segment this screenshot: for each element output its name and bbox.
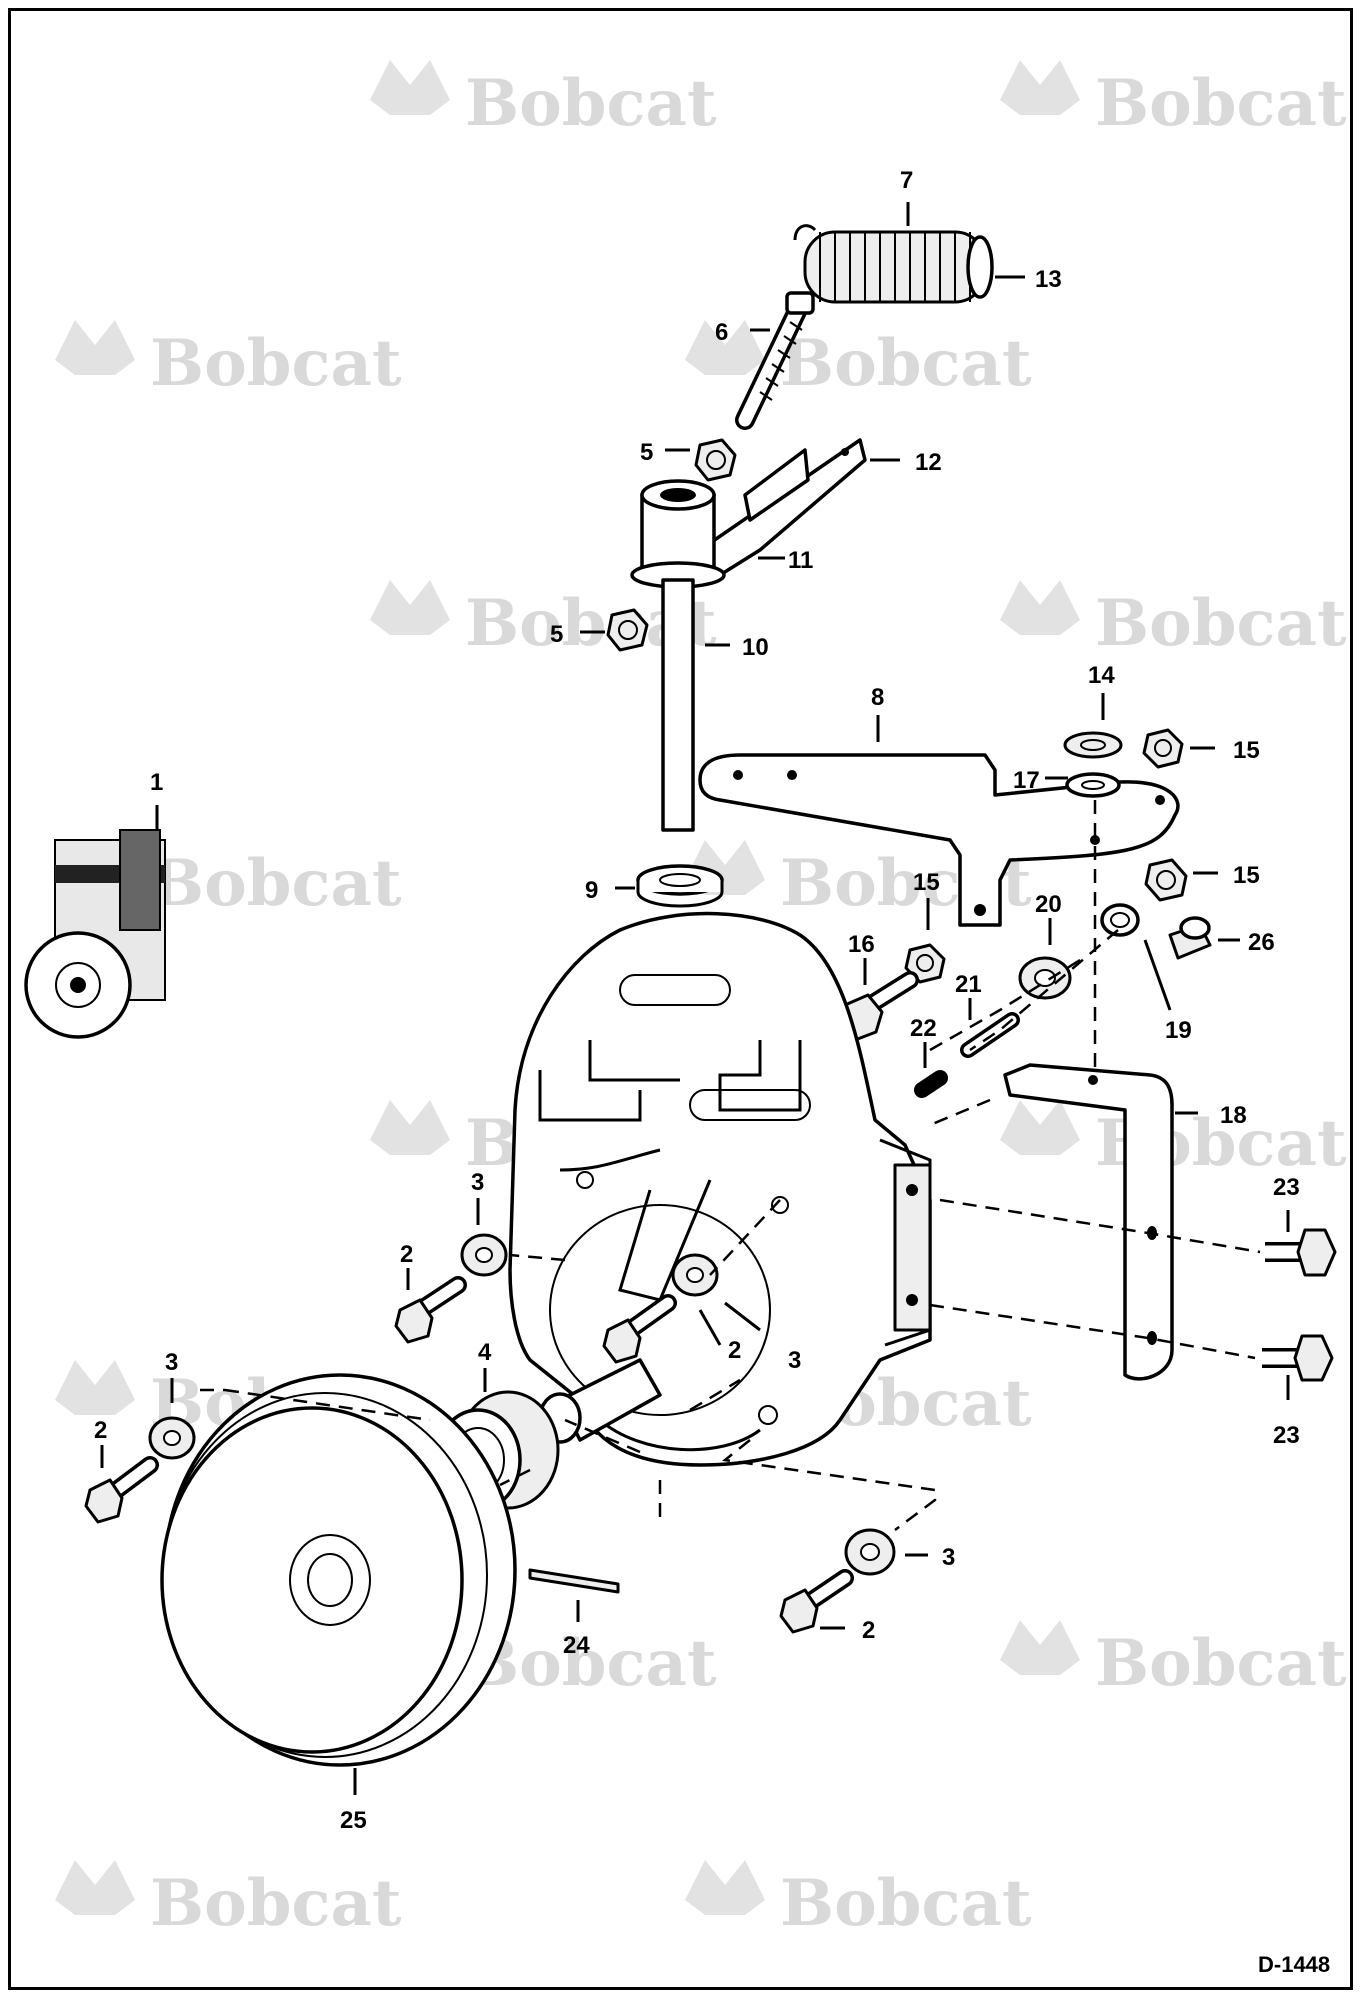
hex-bolt: [602, 1294, 677, 1364]
callout-5: 5: [550, 621, 563, 648]
set-screw: [914, 1070, 948, 1098]
key: [528, 1568, 620, 1594]
leader-lines: [100, 202, 1290, 1795]
flange-bolt: [1265, 1228, 1337, 1277]
callout-21: 21: [955, 971, 982, 998]
callout-1: 1: [150, 769, 163, 796]
pulley: [160, 1373, 517, 1767]
callout-3: 3: [788, 1347, 801, 1374]
jam-nut: [1063, 731, 1123, 759]
hex-bolt: [394, 1276, 467, 1344]
spacer-washer: [460, 1233, 508, 1277]
plug: [1168, 916, 1212, 960]
eyebolt: [735, 291, 815, 430]
bobcat-logo-icon: [1000, 1620, 1080, 1675]
callout-4: 4: [478, 1339, 492, 1366]
callout-2: 2: [862, 1617, 875, 1644]
bobcat-logo-icon: [370, 1100, 450, 1155]
watermark-text: Bobcat: [1095, 66, 1347, 141]
flat-washer: [1100, 903, 1140, 937]
spacer-washer: [148, 1416, 196, 1460]
callout-10: 10: [742, 634, 769, 661]
callout-24: 24: [563, 1632, 590, 1659]
bobcat-logo-icon: [685, 320, 765, 375]
shaft-collar: [630, 479, 726, 589]
alignment-lines: [200, 800, 1261, 1531]
callout-3: 3: [165, 1349, 178, 1376]
mounting-bracket: [698, 753, 1180, 927]
shaft: [661, 578, 695, 832]
callout-26: 26: [1248, 929, 1275, 956]
watermark-text: Bobcat: [780, 326, 1032, 401]
washer: [636, 864, 724, 908]
watermark-text: Bobcat: [465, 1626, 717, 1701]
hex-nut: [1144, 858, 1188, 902]
callout-22: 22: [910, 1015, 937, 1042]
callout-20: 20: [1035, 891, 1062, 918]
callouts: 1 7 13 6 12 5 11 5 10 8 14 15 17 15 15 9…: [94, 167, 1300, 1834]
spacer-washer: [844, 1528, 896, 1576]
hex-nut: [904, 943, 946, 984]
callout-11: 11: [788, 547, 813, 574]
callout-15: 15: [1233, 737, 1260, 764]
spacer-washer: [1018, 956, 1072, 1000]
callout-6: 6: [715, 319, 728, 346]
bobcat-logo-icon: [55, 1360, 135, 1415]
callout-2: 2: [94, 1417, 107, 1444]
callout-16: 16: [848, 931, 875, 958]
watermark-text: Bobcat: [1095, 586, 1347, 661]
watermark-text: Bobcat: [465, 66, 717, 141]
callout-5: 5: [640, 439, 653, 466]
callout-25: 25: [340, 1807, 367, 1834]
watermark-text: Bobcat: [150, 1866, 402, 1941]
bobcat-logo-icon: [55, 320, 135, 375]
watermark-group: Bobcat Bobcat Bobcat Bobcat Bobcat Bobca…: [55, 60, 1347, 1941]
callout-13: 13: [1035, 266, 1062, 293]
bobcat-logo-icon: [55, 1860, 135, 1915]
watermark-text: Bobcat: [780, 1866, 1032, 1941]
hex-nut: [606, 608, 649, 652]
callout-15: 15: [1233, 862, 1260, 889]
bobcat-logo-icon: [1000, 1100, 1080, 1155]
watermark-text: Bobcat: [150, 846, 402, 921]
angle-bracket: [1003, 1063, 1174, 1381]
extension-spring: [793, 224, 994, 304]
bobcat-logo-icon: [370, 580, 450, 635]
callout-7: 7: [900, 167, 913, 194]
watermark-text: Bobcat: [150, 326, 402, 401]
callout-8: 8: [871, 684, 884, 711]
hex-bolt: [84, 1456, 159, 1524]
drawing-reference: D-1448: [1258, 1952, 1330, 1977]
spacer-washer: [671, 1253, 719, 1297]
callout-23: 23: [1273, 1422, 1300, 1449]
bobcat-logo-icon: [685, 1860, 765, 1915]
hex-bolt: [779, 1569, 854, 1634]
bobcat-logo-icon: [1000, 580, 1080, 635]
locator-thumbnail: [24, 829, 166, 1039]
callout-9: 9: [585, 877, 598, 904]
callout-3: 3: [471, 1169, 484, 1196]
callout-12: 12: [915, 449, 942, 476]
callout-3: 3: [942, 1544, 955, 1571]
hex-nut: [694, 438, 737, 482]
callout-17: 17: [1013, 767, 1040, 794]
callout-23: 23: [1273, 1174, 1300, 1201]
bobcat-logo-icon: [370, 60, 450, 115]
hex-nut: [1142, 728, 1184, 769]
callout-18: 18: [1220, 1102, 1247, 1129]
callout-19: 19: [1165, 1017, 1192, 1044]
callout-2: 2: [400, 1241, 413, 1268]
watermark-text: Bobcat: [1095, 1626, 1347, 1701]
callout-15: 15: [913, 869, 940, 896]
bobcat-logo-icon: [1000, 60, 1080, 115]
flange-bolt: [1262, 1334, 1334, 1382]
lock-washer: [1065, 772, 1121, 798]
callout-2: 2: [728, 1337, 741, 1364]
callout-14: 14: [1088, 662, 1115, 689]
